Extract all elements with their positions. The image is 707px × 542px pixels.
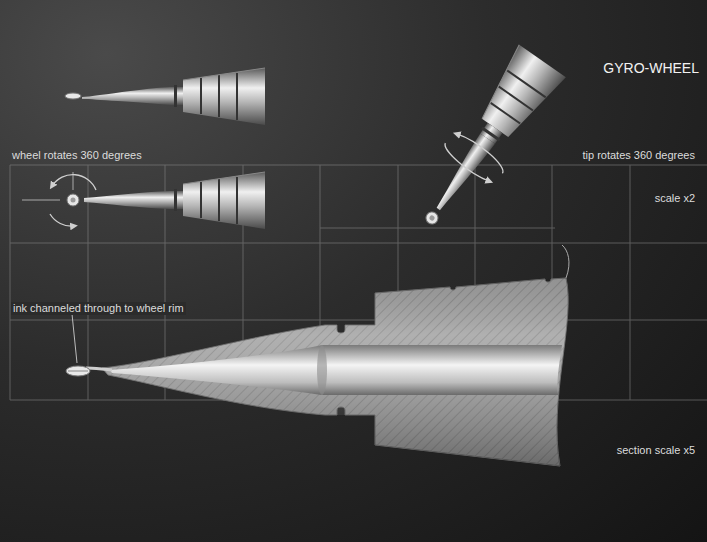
rotation-note: tip rotates 360 degrees <box>582 149 695 162</box>
scale-note: scale x2 <box>655 192 695 205</box>
scale-note: section scale x5 <box>617 444 695 457</box>
callout-label: ink channeled through to wheel rim <box>11 302 186 315</box>
rotation-note: wheel rotates 360 degrees <box>12 149 142 162</box>
diagram-title: GYRO-WHEEL <box>603 60 699 76</box>
